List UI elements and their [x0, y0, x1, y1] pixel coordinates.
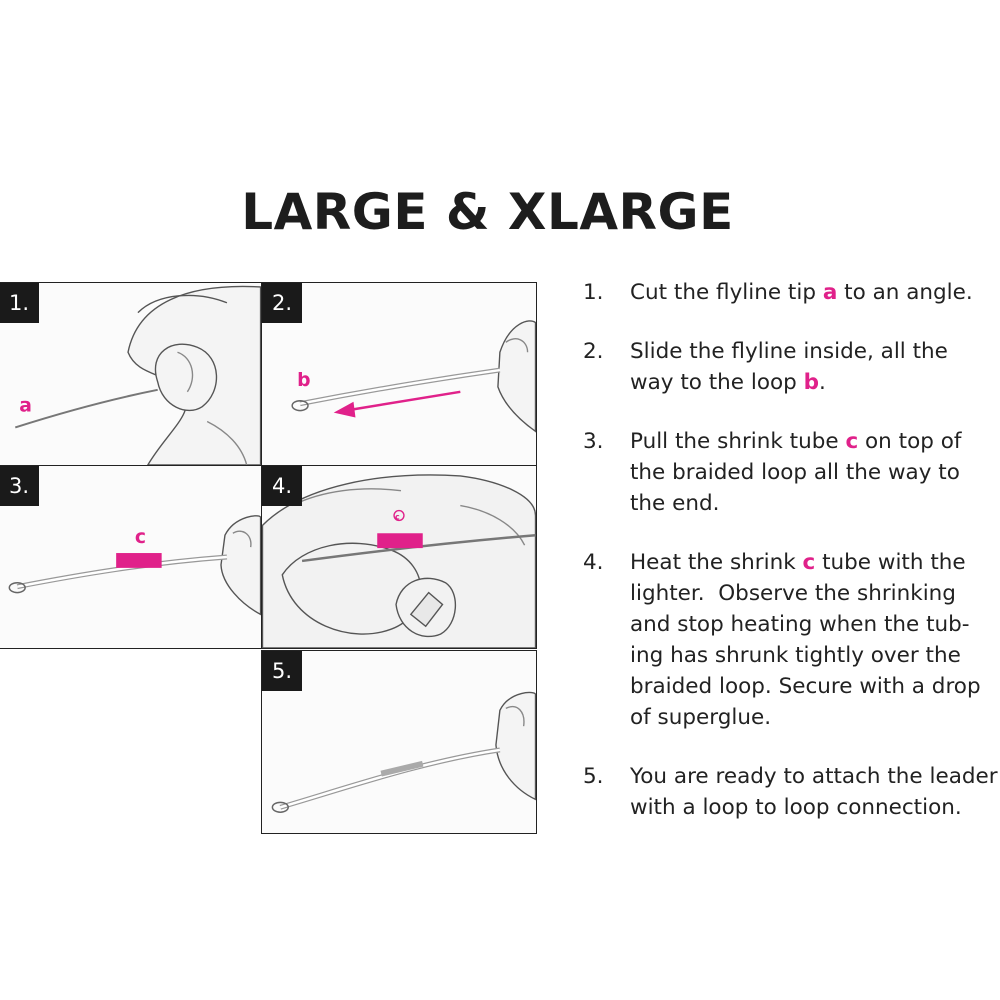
finished-loop-illustration	[271, 691, 536, 813]
step-number: 4.	[583, 550, 604, 575]
step-text: lighter. Observe the shrinking	[630, 581, 956, 606]
step-4: 4. Heat the shrink c tube with the light…	[583, 547, 1000, 733]
step-text: ing has shrunk tightly over the	[630, 643, 961, 668]
step-1: 1. Cut the flyline tip a to an angle.	[583, 277, 1000, 308]
step-text: and stop heating when the tub-	[630, 612, 970, 637]
step-number: 3.	[583, 429, 604, 454]
highlight-b: b	[803, 370, 820, 395]
highlight-c: c	[802, 550, 816, 575]
illustration-panel-4: c 4.	[261, 465, 537, 649]
step-text: .	[819, 370, 826, 395]
panel-number: 4.	[262, 466, 302, 506]
shrink-tube-illustration: c	[8, 515, 261, 616]
step-text: tube with the	[815, 550, 966, 575]
step-text: of superglue.	[630, 705, 772, 730]
highlight-a: a	[822, 280, 838, 305]
instruction-steps: 1. Cut the flyline tip a to an angle. 2.…	[583, 277, 1000, 851]
step-text: Heat the shrink	[630, 550, 803, 575]
highlight-c: c	[845, 429, 859, 454]
illustration-panel-5: 5.	[261, 650, 537, 834]
callout-label-a: a	[19, 396, 32, 417]
step-text: You are ready to attach the leader	[630, 764, 998, 789]
shrink-tube-c	[116, 553, 162, 568]
step-text: on top of	[858, 429, 962, 454]
step-2: 2. Slide the flyline inside, all the way…	[583, 336, 1000, 398]
panel-number: 1.	[0, 283, 39, 323]
slide-flyline-illustration: b	[291, 320, 536, 433]
step-text: Slide the flyline inside, all the	[630, 339, 948, 364]
callout-label-b: b	[297, 370, 310, 391]
panel-number: 5.	[262, 651, 302, 691]
panel-number: 3.	[0, 466, 39, 506]
step-text: to an angle.	[837, 280, 973, 305]
step-number: 2.	[583, 339, 604, 364]
illustration-panel-1: a 1.	[0, 282, 262, 466]
callout-label-c: c	[395, 512, 400, 521]
step-number: 1.	[583, 280, 604, 305]
callout-label-c: c	[135, 527, 146, 548]
step-text: Pull the shrink tube	[630, 429, 846, 454]
step-text: with a loop to loop connection.	[630, 795, 962, 820]
step-text: the end.	[630, 491, 720, 516]
step-text: Cut the flyline tip	[630, 280, 823, 305]
step-number: 5.	[583, 764, 604, 789]
step-5: 5. You are ready to attach the leader wi…	[583, 761, 1000, 823]
panel-number: 2.	[262, 283, 302, 323]
heat-tube-illustration: c	[262, 474, 536, 648]
page-title: LARGE & XLARGE	[241, 183, 734, 241]
illustration-panel-3: c 3.	[0, 465, 262, 649]
step-text: braided loop. Secure with a drop	[630, 674, 981, 699]
cut-flyline-illustration: a	[14, 285, 261, 465]
step-text: the braided loop all the way to	[630, 460, 960, 485]
shrink-tube-c	[377, 533, 423, 549]
step-3: 3. Pull the shrink tube c on top of the …	[583, 426, 1000, 519]
illustration-panel-2: b 2.	[261, 282, 537, 466]
step-text: way to the loop	[630, 370, 804, 395]
